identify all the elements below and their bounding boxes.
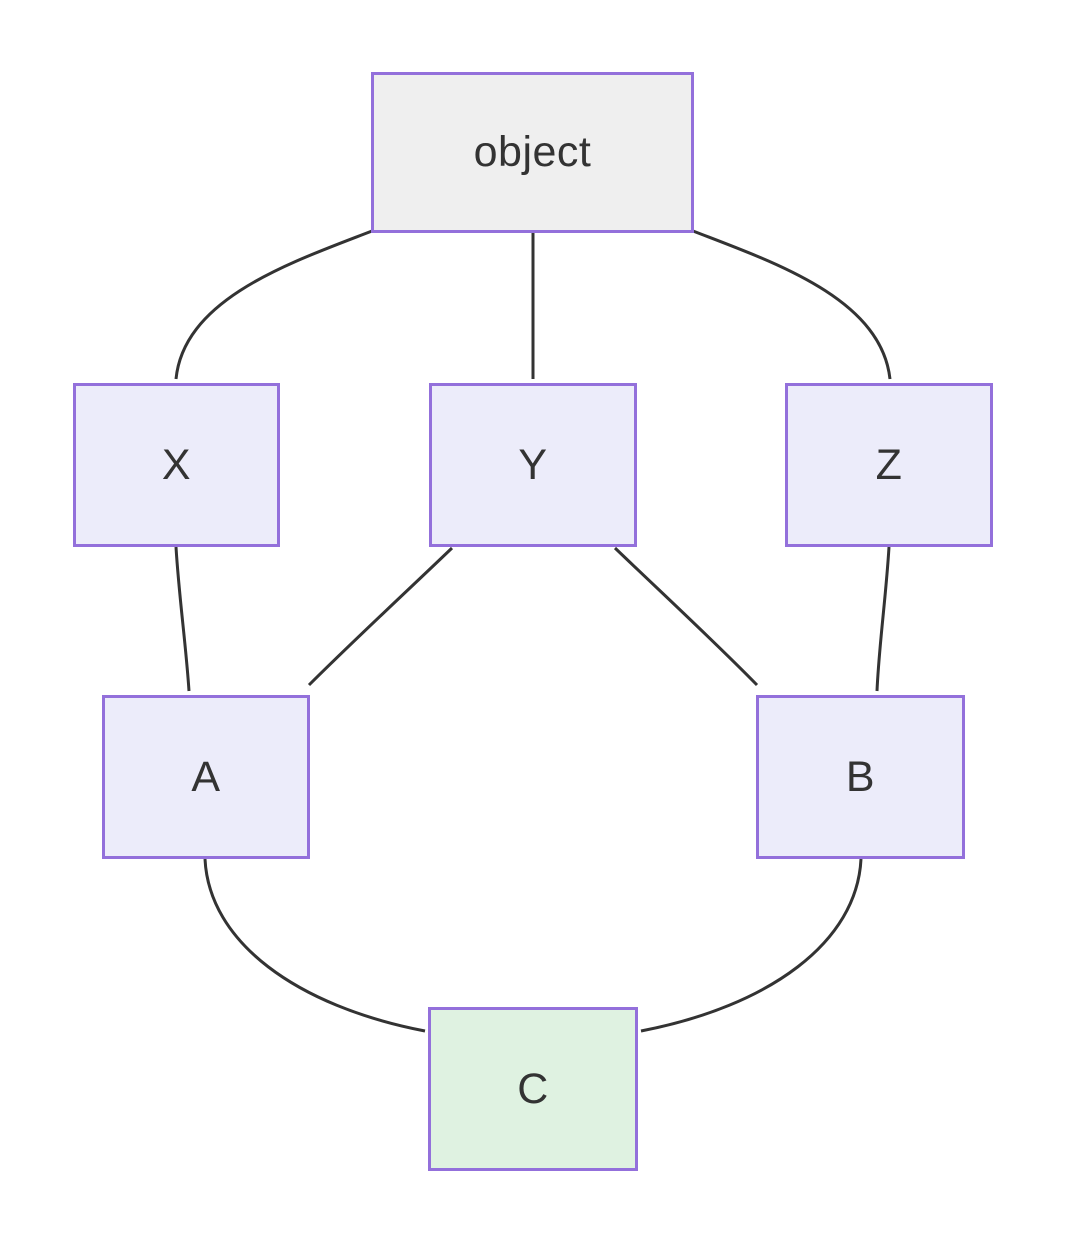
node-X: X <box>73 383 280 547</box>
edge-B-to-C <box>640 858 863 1033</box>
edge-Z-to-B <box>875 546 891 692</box>
node-object: object <box>371 72 694 233</box>
node-Y: Y <box>429 383 637 547</box>
edge-object-to-X <box>174 229 373 380</box>
node-B: B <box>756 695 965 859</box>
edge-Y-to-B <box>613 546 759 687</box>
edge-A-to-C <box>203 858 426 1033</box>
node-Z-label: Z <box>875 440 903 489</box>
edge-object-to-Z <box>692 229 892 380</box>
node-C: C <box>428 1007 638 1171</box>
node-Z: Z <box>785 383 993 547</box>
node-object-label: object <box>473 128 592 176</box>
node-X-label: X <box>161 440 192 489</box>
node-C-label: C <box>517 1064 549 1113</box>
node-Y-label: Y <box>518 440 548 489</box>
node-B-label: B <box>845 752 876 801</box>
edge-Y-to-A <box>307 546 454 687</box>
edge-X-to-A <box>174 546 191 692</box>
node-A-label: A <box>191 752 221 801</box>
node-A: A <box>102 695 310 859</box>
